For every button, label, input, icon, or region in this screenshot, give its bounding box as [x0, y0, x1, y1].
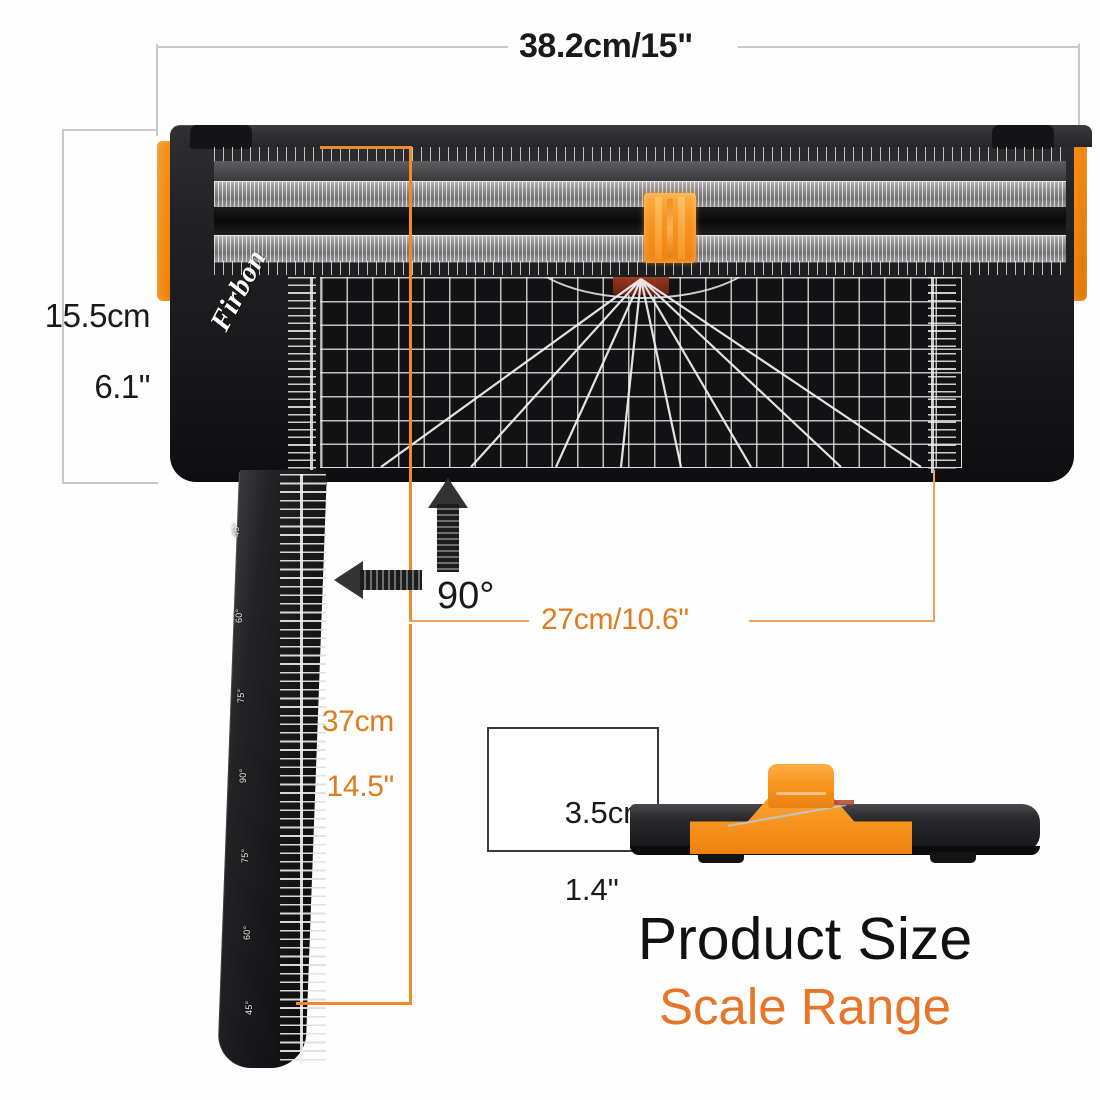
- headline-secondary: Scale Range: [658, 978, 952, 1035]
- base-ruler-rail-left: [310, 277, 313, 473]
- corner-block-left: [190, 125, 252, 149]
- base-ruler-rail-right: [931, 277, 934, 473]
- total-length-guide-bottom: [296, 1002, 412, 1005]
- carriage-grip: [667, 199, 673, 257]
- width-dim-tick-right: [1078, 44, 1080, 136]
- headline-primary: Product Size: [637, 906, 973, 972]
- arrow-up-head: [428, 478, 468, 508]
- side-view-foot-left: [698, 852, 744, 863]
- mat-width-label: 27cm/10.6": [541, 603, 689, 636]
- width-dim-tick-left: [156, 44, 158, 136]
- height-dimension-in: 6.1": [94, 367, 150, 405]
- arm-angle-mark-1: 60°: [234, 608, 244, 623]
- paper-trimmer-top-view: Firbon: [152, 125, 1092, 485]
- width-dim-line-left: [156, 46, 508, 48]
- blade-carriage[interactable]: [644, 193, 696, 263]
- corner-block-right: [992, 125, 1054, 149]
- angle-label: 90°: [437, 575, 495, 617]
- side-view-foot-right: [930, 852, 976, 863]
- rail-channel: [214, 207, 1066, 235]
- metal-rail-lower: [214, 235, 1066, 263]
- angle-guide-arm[interactable]: 45° 60° 75° 90° 75° 60° 45°: [217, 470, 338, 1070]
- rail-plate: [214, 161, 1066, 181]
- paper-trimmer-side-view: [630, 764, 1040, 870]
- arm-angle-mark-6: 45°: [244, 1000, 254, 1015]
- thickness-in: 1.4": [564, 872, 619, 908]
- rail-scale-bottom: [214, 261, 1066, 275]
- cutting-mat-grid: [320, 277, 962, 468]
- height-dim-tick-top: [62, 129, 158, 131]
- mat-width-guide-top: [320, 146, 412, 149]
- arrow-left-icon: [334, 561, 429, 599]
- arm-angle-mark-4: 75°: [240, 848, 250, 863]
- arrow-left-head: [334, 561, 363, 599]
- height-dim-line: [62, 129, 64, 484]
- trimmer-top-edge: [188, 125, 1092, 147]
- arm-angle-mark-0: 45°: [231, 522, 241, 537]
- total-length-cm: 37cm: [321, 705, 394, 739]
- arm-ruler-scale: [280, 474, 326, 1064]
- blade-rail-assembly: [214, 147, 1066, 275]
- mat-width-dim-line-left: [409, 620, 529, 622]
- width-dim-line-right: [738, 46, 1080, 48]
- mat-width-guide-left: [409, 146, 412, 620]
- arrow-up-shaft: [437, 504, 459, 572]
- arrow-left-shaft: [360, 570, 422, 590]
- height-dim-tick-bottom: [62, 482, 158, 484]
- width-dimension-label: 38.2cm/15": [519, 27, 693, 65]
- rail-scale-top: [214, 147, 1066, 161]
- trimmer-body: Firbon: [170, 125, 1092, 482]
- arrow-up-icon: [428, 478, 474, 578]
- mat-width-dim-line-right: [749, 620, 935, 622]
- height-dimension-label: 15.5cm 6.1": [2, 262, 151, 440]
- mat-radial-guides: [380, 278, 922, 467]
- total-length-label: 37cm 14.5": [216, 674, 394, 836]
- side-view-knob-groove: [776, 792, 826, 795]
- height-dimension-cm: 15.5cm: [44, 296, 151, 334]
- side-view-blade-slot: [814, 800, 854, 805]
- arm-ruler-rail: [300, 474, 303, 1064]
- headline-block: Product Size Scale Range: [560, 905, 1050, 1036]
- side-view-knob[interactable]: [768, 764, 834, 808]
- total-length-in: 14.5": [326, 770, 394, 804]
- mat-width-guide-right: [933, 470, 935, 622]
- total-length-guide-vertical: [409, 624, 412, 1004]
- arm-angle-mark-5: 60°: [242, 925, 252, 940]
- metal-rail-upper: [214, 181, 1066, 209]
